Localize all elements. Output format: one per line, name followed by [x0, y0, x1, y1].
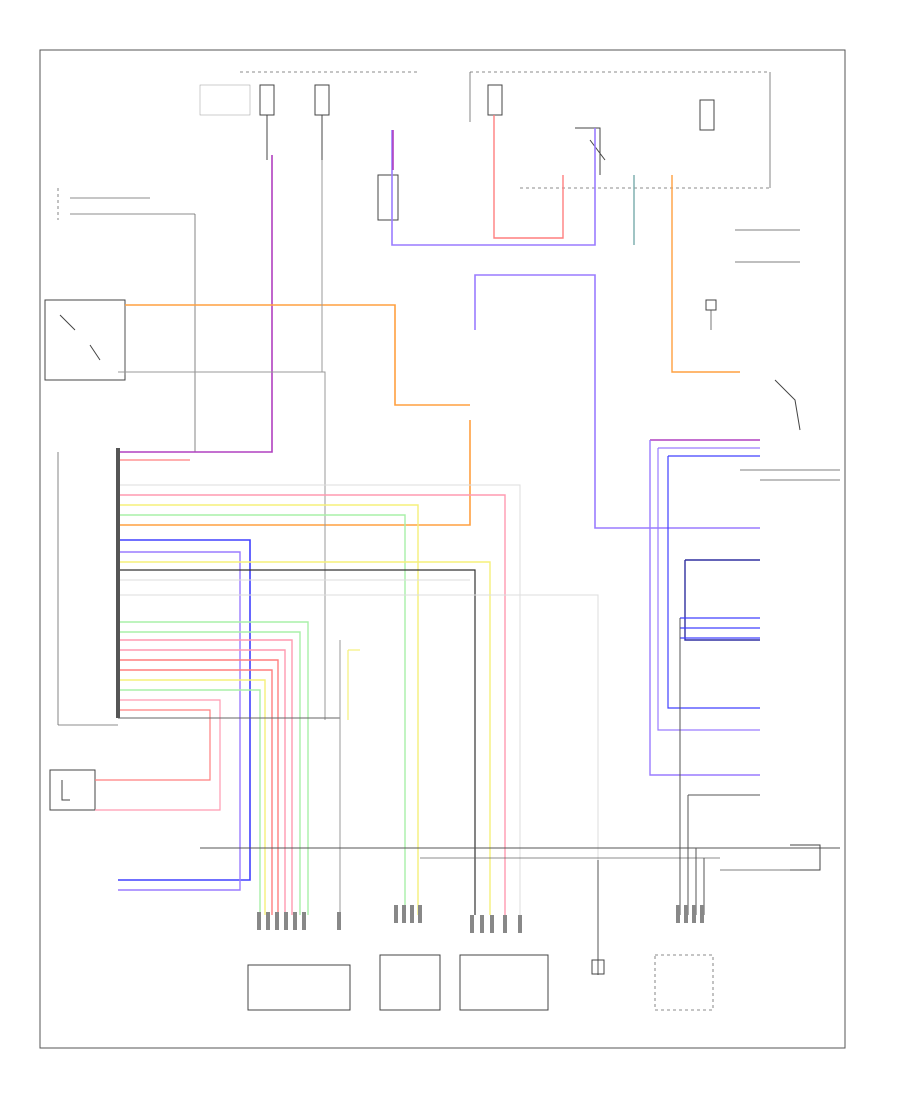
- wire-purple-1: [118, 155, 273, 453]
- wire-orange-1: [125, 304, 470, 406]
- wire-right-violet: [649, 440, 760, 776]
- wire-orange-3: [671, 175, 740, 373]
- bottom-sensor: [591, 860, 605, 975]
- wire-blue-1: [118, 539, 251, 881]
- bottom-connector-3: [459, 915, 549, 1011]
- wire-violet-top: [391, 128, 596, 246]
- wire-orange-2: [118, 420, 471, 526]
- wire-violet-mid: [474, 274, 760, 529]
- lower-left-component: [49, 769, 96, 811]
- top-left-fuse-group: [199, 71, 420, 160]
- bottom-connector-4: [654, 905, 714, 1011]
- bottom-connector-2: [379, 905, 441, 1011]
- diagram-frame: [39, 49, 846, 1049]
- top-right-fuse-group: [469, 71, 771, 189]
- wire-black-1: [118, 569, 476, 915]
- wire-green-1: [118, 514, 406, 915]
- wire-yellow-2: [118, 561, 491, 915]
- wire-gray-1: [118, 371, 326, 720]
- mid-fuse-box: [377, 174, 399, 221]
- pressure-switch: [44, 299, 126, 381]
- wire-pink-1: [118, 494, 506, 915]
- lower-right-component: [720, 844, 821, 871]
- wire-red-top: [493, 115, 564, 239]
- ecm-pin-markers: [116, 448, 120, 718]
- wire-yellow-1: [118, 504, 419, 915]
- ecm-connector-column: [57, 452, 118, 726]
- left-top-connector: [57, 188, 196, 452]
- bottom-connector-1: [247, 912, 351, 1011]
